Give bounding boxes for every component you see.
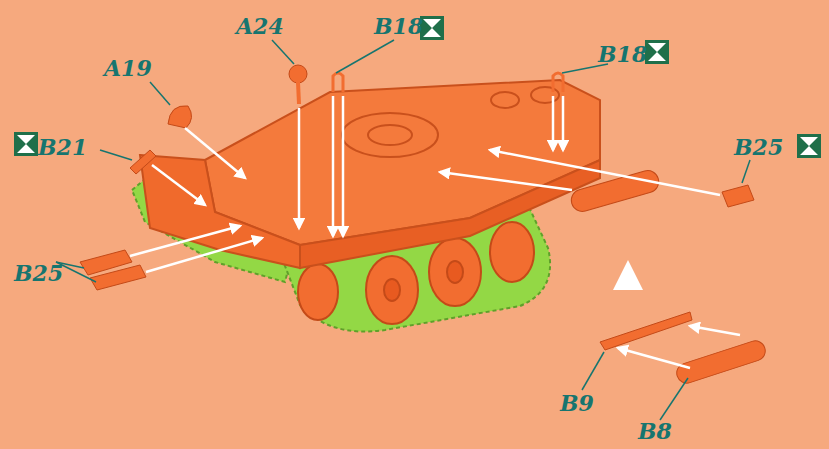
part-number: B21 [38, 136, 87, 158]
part-a24 [289, 65, 307, 83]
part-number: B18 [374, 15, 423, 37]
part-b18 [553, 73, 563, 92]
hull-details [342, 87, 559, 157]
hull-side [300, 160, 600, 268]
bowtie-symbol [420, 16, 444, 40]
part-number: B18 [598, 43, 647, 65]
part-number: B9 [560, 392, 594, 414]
assembly-arrows [130, 96, 740, 368]
up-arrow [625, 266, 631, 290]
part-number: A19 [104, 57, 152, 79]
bowtie-symbol [797, 134, 821, 158]
part-b18 [333, 73, 343, 92]
part-b9 [600, 312, 692, 350]
leader-lines [56, 40, 750, 420]
part-a19 [168, 106, 192, 128]
hull-deck [205, 80, 600, 245]
bowtie-symbol [14, 132, 38, 156]
part-b25 [80, 185, 754, 290]
part-number: B25 [14, 262, 63, 284]
part-number: A24 [236, 15, 284, 37]
part-number: B8 [638, 420, 672, 442]
part-b21 [130, 150, 156, 174]
part-a24 [298, 82, 299, 104]
part-number: B25 [734, 136, 783, 158]
bowtie-symbol [645, 40, 669, 64]
